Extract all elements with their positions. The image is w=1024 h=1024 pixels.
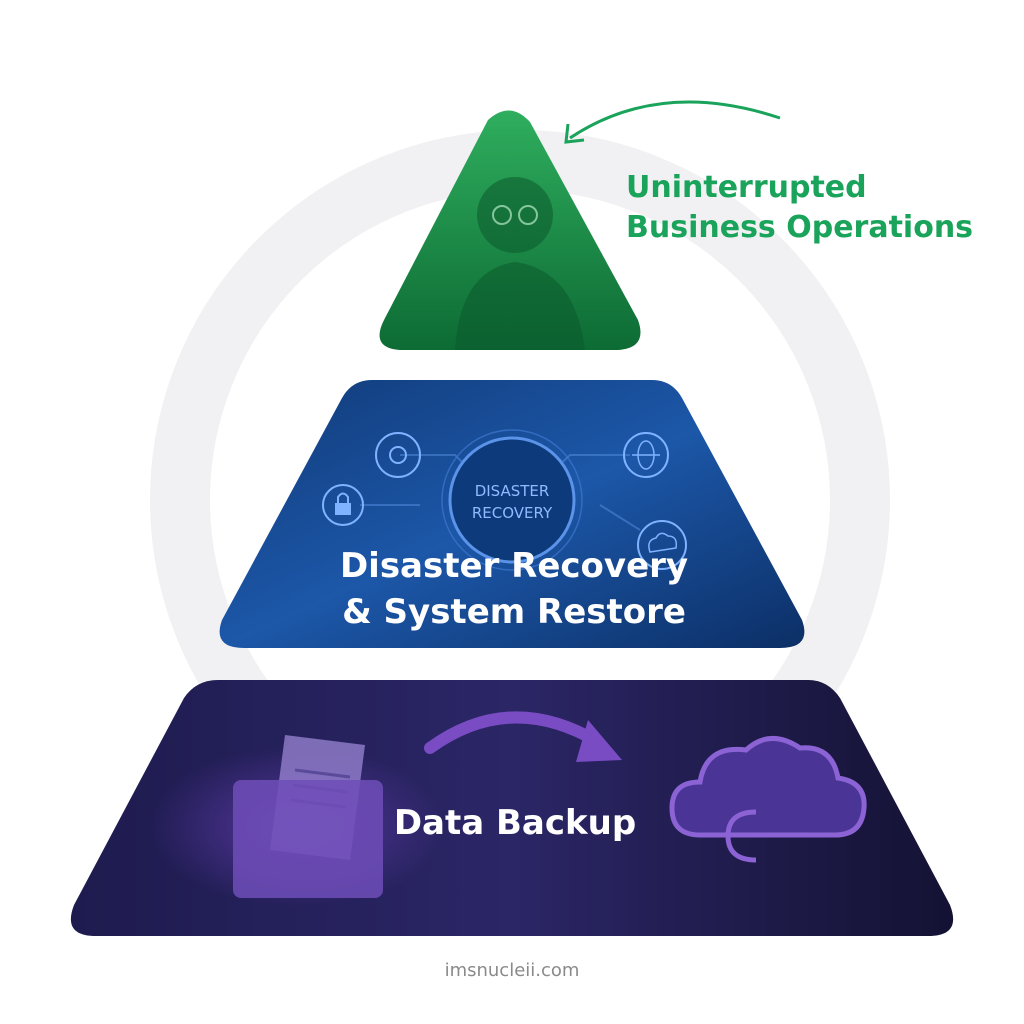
arrow-icon (424, 711, 622, 762)
gear-icon (375, 432, 421, 478)
badge-line-1: DISASTER (475, 482, 550, 500)
person-illustration (455, 177, 585, 350)
middle-tier-label-line-1: Disaster Recovery (339, 546, 689, 586)
top-tier-label-line-1: Uninterrupted (626, 170, 867, 205)
top-tier-label-line-2: Business Operations (626, 210, 974, 245)
cloud-icon (669, 736, 867, 863)
middle-tier-label: Disaster Recovery & System Restore (300, 543, 728, 635)
disaster-recovery-badge (441, 429, 583, 571)
lock-icon (322, 484, 364, 526)
top-tier-label: Uninterrupted Business Operations (626, 168, 1006, 248)
badge-line-2: RECOVERY (472, 504, 553, 522)
footer-website: imsnucleii.com (444, 960, 580, 981)
callout-arrow (564, 100, 781, 144)
middle-tier-label-line-2: & System Restore (342, 592, 686, 632)
bottom-tier-label: Data Backup (393, 803, 637, 843)
globe-icon (623, 432, 669, 478)
document-folder-icon (233, 735, 383, 898)
cloud-icon-small (637, 520, 687, 570)
